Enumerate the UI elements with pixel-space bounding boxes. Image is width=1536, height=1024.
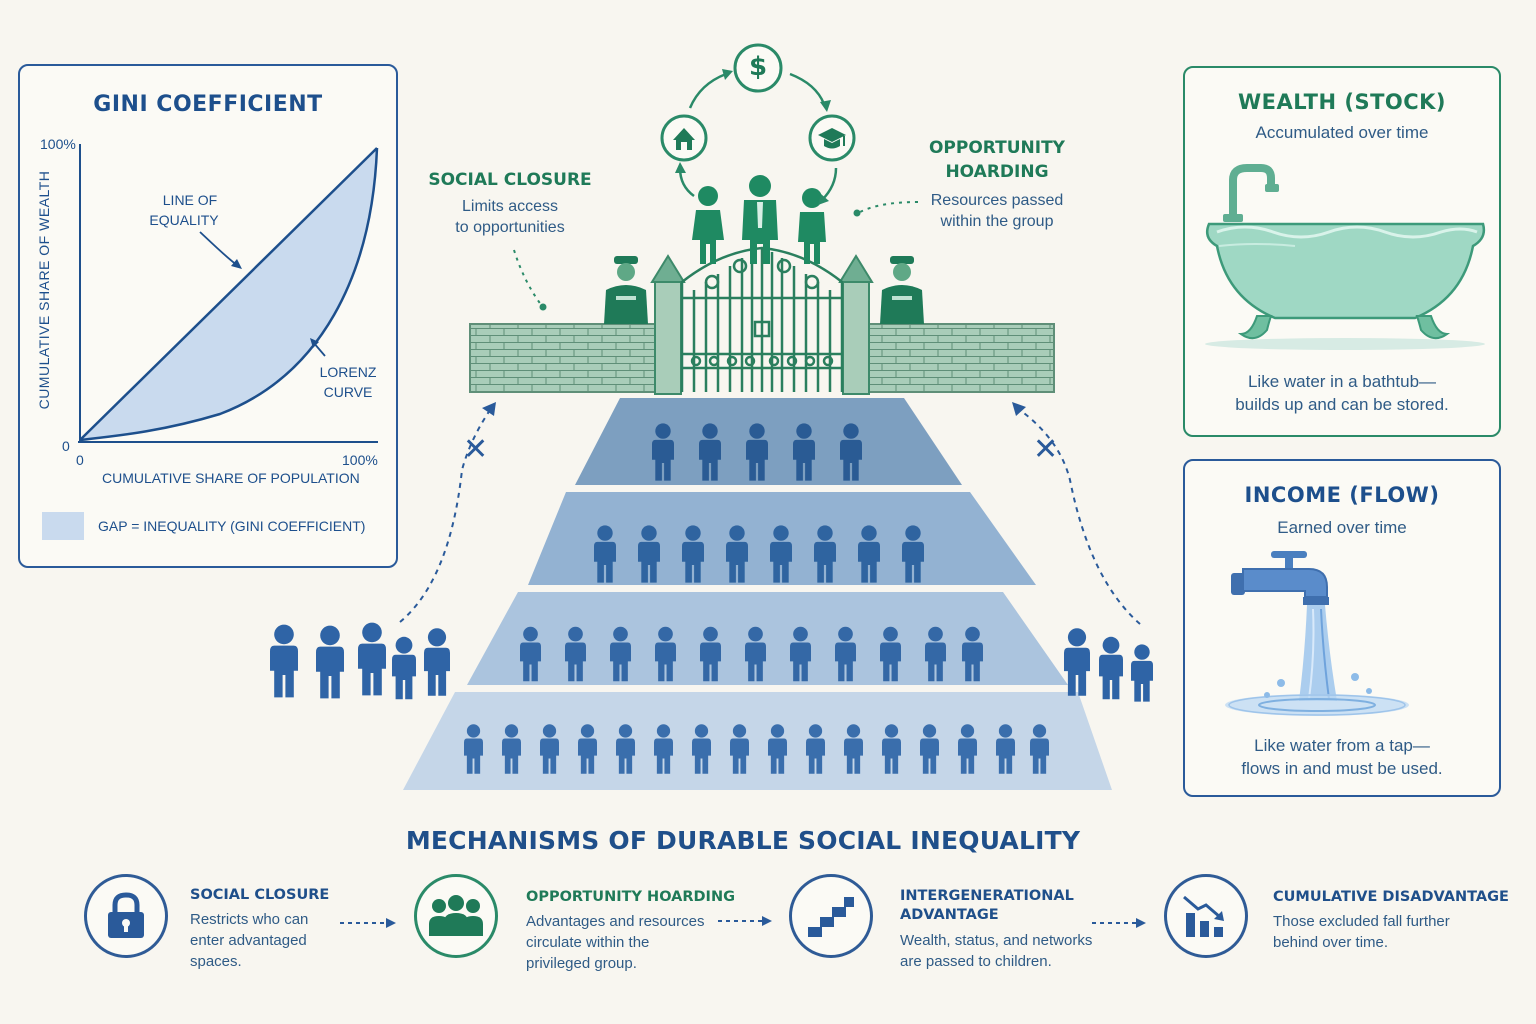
income-panel: INCOME (FLOW) Earned over time Like wate…	[1183, 459, 1501, 797]
declining-chart-icon	[1183, 895, 1224, 937]
mechanism-4-desc-line1: Those excluded fall further	[1273, 913, 1450, 930]
wealth-note-line1: Like water in a bathtub—	[1247, 372, 1437, 391]
hoarding-label-line2: HOARDING	[945, 162, 1049, 182]
x-zero-label: 0	[76, 452, 84, 468]
gini-title: GINI COEFFICIENT	[93, 92, 323, 117]
equality-label-line1: LINE OF	[162, 192, 218, 208]
mechanism-3-icon-circle	[789, 874, 873, 958]
legend-swatch	[42, 512, 84, 540]
mechanism-1-desc-line3: spaces.	[190, 953, 242, 970]
wealth-note-line2: builds up and can be stored.	[1235, 395, 1449, 414]
mechanism-1-title: SOCIAL CLOSURE	[190, 887, 330, 903]
mechanism-2-desc-line2: circulate within the	[526, 934, 650, 951]
mechanisms-heading: MECHANISMS OF DURABLE SOCIAL INEQUALITY	[405, 826, 1081, 855]
gate-pillar-left	[654, 281, 682, 395]
stairs-icon	[808, 897, 854, 937]
gini-panel: GINI COEFFICIENT 100% 0 0 100% CUMULATIV…	[18, 64, 398, 568]
wealth-title: WEALTH (STOCK)	[1237, 90, 1447, 114]
gate-pillar-right	[842, 281, 870, 395]
y-zero-label: 0	[62, 438, 70, 454]
mechanism-2-desc-line1: Advantages and resources	[526, 913, 705, 930]
hoarding-desc-line1: Resources passed	[930, 192, 1064, 209]
blocked-marker-left: ✕	[463, 432, 489, 467]
mechanism-4-icon-circle	[1164, 874, 1248, 958]
social-closure-label: SOCIAL CLOSURE	[428, 170, 592, 190]
legend-label: GAP = INEQUALITY (GINI COEFFICIENT)	[98, 518, 366, 534]
mechanism-3-title-line1: INTERGENERATIONAL	[900, 888, 1074, 904]
social-closure-desc-line2: to opportunities	[455, 219, 565, 236]
wealth-subtitle: Accumulated over time	[1255, 123, 1429, 142]
line-of-equality	[79, 147, 378, 441]
dollar-icon	[733, 43, 783, 93]
mechanism-2-desc-line3: privileged group.	[526, 955, 637, 972]
blocked-path-left	[399, 409, 491, 623]
excluded-group-left	[270, 622, 450, 700]
guard-left	[604, 256, 648, 324]
mechanism-3-desc-line2: are passed to children.	[900, 953, 1052, 970]
mechanism-3-desc-line1: Wealth, status, and networks	[900, 932, 1093, 949]
advantage-cycle	[660, 43, 856, 205]
tap-icon	[1225, 551, 1409, 716]
lorenz-chart	[78, 144, 379, 443]
mechanism-2-title: OPPORTUNITY HOARDING	[526, 889, 735, 905]
equality-label-line2: EQUALITY	[149, 212, 219, 228]
pyramid-tier-1	[575, 398, 962, 485]
elite-group	[692, 175, 826, 264]
lorenz-curve	[79, 147, 379, 442]
mechanism-1-desc-line2: enter advantaged	[190, 932, 307, 949]
mechanism-1-icon-circle	[84, 874, 168, 958]
income-note-line2: flows in and must be used.	[1241, 759, 1443, 778]
dollar-sign: $	[748, 52, 768, 82]
guard-right	[880, 256, 924, 324]
income-subtitle: Earned over time	[1277, 518, 1407, 537]
y-top-label: 100%	[40, 136, 76, 152]
hoarding-connector	[859, 201, 919, 213]
hoarding-desc-line2: within the group	[940, 213, 1054, 230]
mechanism-3-title-line2: ADVANTAGE	[900, 907, 999, 923]
mechanism-flow-arrows	[340, 916, 1146, 928]
social-closure-connector	[513, 249, 543, 307]
lock-icon	[108, 892, 144, 938]
wall-right	[867, 323, 1055, 393]
mechanism-4-desc-line2: behind over time.	[1273, 934, 1389, 951]
hoarding-label-line1: OPPORTUNITY	[928, 138, 1065, 158]
blocked-marker-right: ✕	[1033, 432, 1059, 467]
excluded-group-right	[1064, 628, 1153, 702]
wall-left	[469, 323, 658, 393]
mechanism-2-icon-circle	[414, 874, 498, 958]
gate	[680, 246, 844, 392]
income-note-line1: Like water from a tap—	[1254, 736, 1430, 755]
lorenz-label-line2: CURVE	[323, 384, 373, 400]
x-axis-label: CUMULATIVE SHARE OF POPULATION	[102, 470, 360, 486]
social-closure-desc-line1: Limits access	[461, 198, 559, 215]
x-right-label: 100%	[342, 452, 378, 468]
mechanism-1-desc-line1: Restricts who can	[190, 911, 309, 928]
bathtub-icon	[1205, 164, 1486, 350]
income-title: INCOME (FLOW)	[1244, 483, 1440, 507]
mechanism-4-title: CUMULATIVE DISADVANTAGE	[1273, 889, 1509, 905]
group-icon	[429, 895, 483, 936]
lorenz-label-line1: LORENZ	[319, 364, 377, 380]
wealth-panel: WEALTH (STOCK) Accumulated over time Lik…	[1183, 66, 1501, 437]
